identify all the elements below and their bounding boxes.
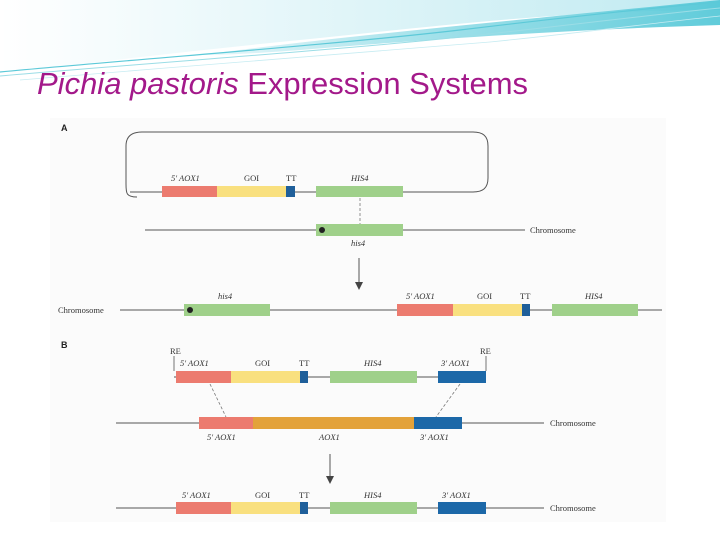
cassette-tt-label: TT <box>299 358 310 368</box>
result-b-aox3-label: 3' AOX1 <box>441 490 471 500</box>
plasmid-goi-segment <box>217 186 286 197</box>
chromosome-b1-aox5-segment <box>199 417 253 429</box>
plasmid-aox5-segment <box>162 186 217 197</box>
cassette-goi-segment <box>231 371 300 383</box>
result-a-tt-segment <box>522 304 530 316</box>
result-a-goi-label: GOI <box>477 291 492 301</box>
plasmid-goi-label: GOI <box>244 173 259 183</box>
chromosome-a2-label: Chromosome <box>58 305 104 315</box>
chromosome-b2-label: Chromosome <box>550 503 596 513</box>
chromosome-b1-aox5-label: 5' AOX1 <box>207 432 236 442</box>
chromosome-a1-mutation-dot <box>319 227 325 233</box>
result-b-goi-segment <box>231 502 300 514</box>
panel-a-label: A <box>61 123 68 133</box>
result-b-aox5-label: 5' AOX1 <box>182 490 211 500</box>
result-a-his4-segment <box>552 304 638 316</box>
result-a-tt-label: TT <box>520 291 531 301</box>
cassette-re-left-label: RE <box>170 346 181 356</box>
cassette-his4-segment <box>330 371 417 383</box>
header-swoosh <box>0 0 720 81</box>
cassette-aox5-label: 5' AOX1 <box>180 358 209 368</box>
plasmid-tt-label: TT <box>286 173 297 183</box>
result-b-aox3-segment <box>438 502 486 514</box>
result-b-tt-segment <box>300 502 308 514</box>
plasmid-aox5-label: 5' AOX1 <box>171 173 200 183</box>
result-b-his4-label: HIS4 <box>363 490 382 500</box>
slide-title: Pichia pastoris Expression Systems <box>37 66 528 102</box>
result-b-his4-segment <box>330 502 417 514</box>
chromosome-a1-his4-label: his4 <box>351 238 366 248</box>
result-a-mutation-dot <box>187 307 193 313</box>
cassette-goi-label: GOI <box>255 358 270 368</box>
plasmid-backbone <box>125 131 489 198</box>
result-a-his4-mut-segment <box>184 304 270 316</box>
plasmid-his4-segment <box>316 186 403 197</box>
result-b-tt-label: TT <box>299 490 310 500</box>
result-a-goi-segment <box>453 304 522 316</box>
cassette-aox5-segment <box>176 371 231 383</box>
result-b-aox5-segment <box>176 502 231 514</box>
title-rest: Expression Systems <box>238 66 529 101</box>
cassette-aox3-label: 3' AOX1 <box>440 358 470 368</box>
plasmid-tt-segment <box>286 186 295 197</box>
cassette-his4-label: HIS4 <box>363 358 382 368</box>
arrow-b-head <box>326 476 334 484</box>
arrow-a-head <box>355 282 363 290</box>
crossover-left-dash <box>209 383 227 418</box>
result-a-his4-mut-label: his4 <box>218 291 233 301</box>
plasmid-his4-label: HIS4 <box>350 173 369 183</box>
expression-diagram: A 5' AOX1 GOI TT HIS4 his4 Chromosome Ch… <box>50 118 666 522</box>
panel-b-label: B <box>61 340 68 350</box>
result-a-aox5-segment <box>397 304 453 316</box>
result-a-aox5-label: 5' AOX1 <box>406 291 435 301</box>
result-b-goi-label: GOI <box>255 490 270 500</box>
chromosome-a1-label: Chromosome <box>530 225 576 235</box>
chromosome-a1-his4-segment <box>316 224 403 236</box>
crossover-right-dash <box>435 383 461 418</box>
cassette-re-right-label: RE <box>480 346 491 356</box>
chromosome-b1-aox1-segment <box>253 417 414 429</box>
chromosome-b1-label: Chromosome <box>550 418 596 428</box>
figure-background <box>50 118 666 522</box>
cassette-tt-segment <box>300 371 308 383</box>
chromosome-b1-aox3-segment <box>414 417 462 429</box>
chromosome-b1-aox3-label: 3' AOX1 <box>419 432 449 442</box>
chromosome-b1-aox1-label: AOX1 <box>318 432 340 442</box>
cassette-aox3-segment <box>438 371 486 383</box>
result-a-his4-label: HIS4 <box>584 291 603 301</box>
title-italic: Pichia pastoris <box>37 66 239 101</box>
